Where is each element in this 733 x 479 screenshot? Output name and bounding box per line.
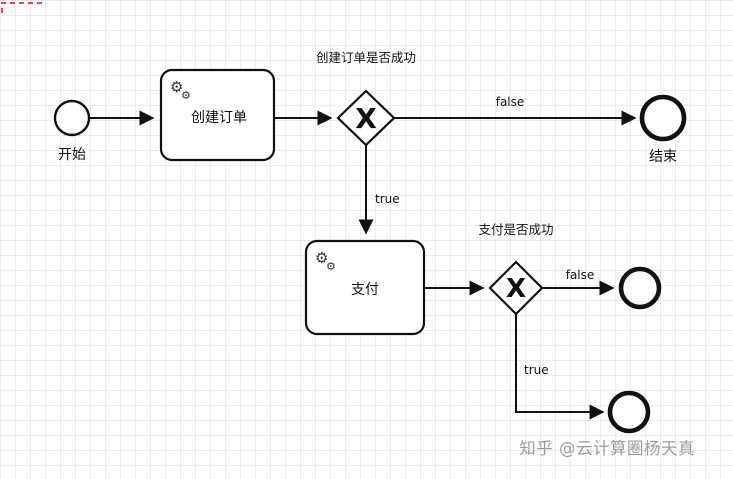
edge-label-pay-false: false [566, 268, 595, 282]
watermark-text: 知乎 @云计算圈杨天真 [519, 439, 695, 458]
gear-icon: ⚙ [315, 249, 328, 267]
gateway-x-icon: X [355, 102, 377, 135]
gateway-pay-success [488, 260, 544, 316]
end-event-main [639, 94, 687, 142]
edge-label-order-true: true [375, 192, 400, 206]
gateway-pay-success-label: 支付是否成功 [478, 222, 553, 237]
gateway-order-success-label: 创建订单是否成功 [316, 50, 416, 65]
gear-icon: ⚙ [326, 260, 336, 273]
task-pay [304, 239, 426, 336]
end-event-pay-false [618, 266, 662, 310]
gateway-x-icon: X [506, 274, 526, 304]
end-event-main-label: 结束 [649, 149, 677, 165]
start-event [53, 99, 91, 137]
task-pay-label: 支付 [351, 282, 379, 298]
task-create-order [159, 68, 276, 162]
end-event-pay-true [607, 390, 651, 434]
gateway-order-success [336, 89, 396, 147]
gear-icon: ⚙ [181, 89, 191, 102]
flow-gateway-pay-true-to-end [515, 314, 605, 420]
edge-label-order-false: false [496, 95, 525, 109]
task-create-order-label: 创建订单 [191, 110, 247, 126]
edge-label-pay-true: true [524, 363, 549, 377]
gear-icon: ⚙ [170, 78, 183, 96]
canvas-origin-marker [1, 2, 42, 13]
start-event-label: 开始 [58, 147, 86, 163]
